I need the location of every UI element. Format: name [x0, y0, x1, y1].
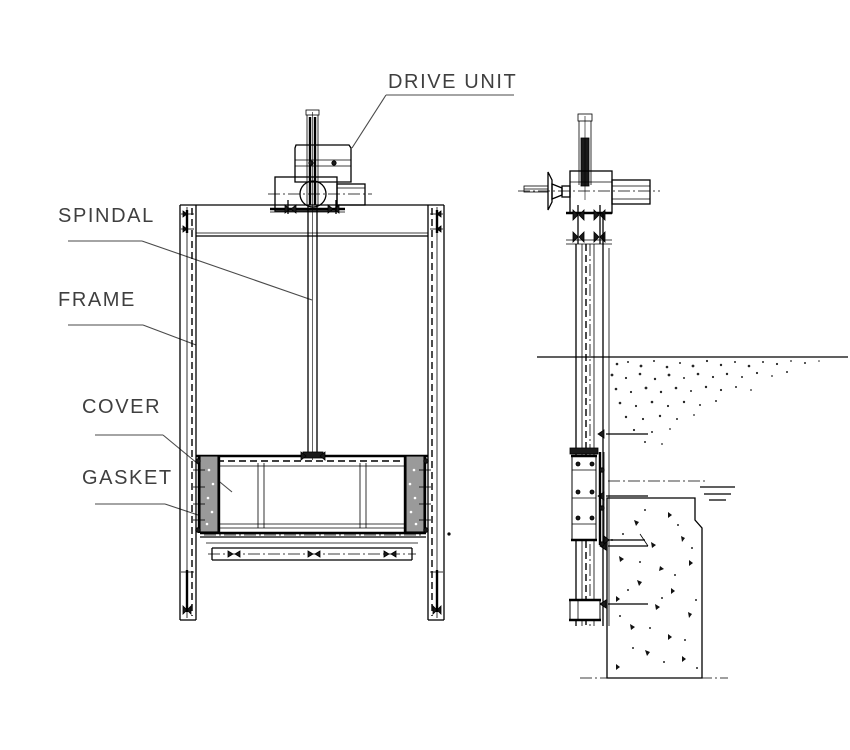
label-cover: COVER [82, 396, 161, 418]
spindle-front [307, 205, 318, 460]
label-frame: FRAME [58, 289, 136, 311]
spindle-upper [305, 109, 320, 205]
drive-unit-side [566, 170, 651, 245]
side-section-view [518, 113, 848, 679]
gasket-dots-right [408, 468, 418, 526]
concrete-wall [580, 497, 728, 679]
frame-legs-front [180, 570, 444, 621]
cover-edge-bolts-left [193, 458, 205, 533]
soil-hatch [610, 359, 820, 445]
water-level-symbol [608, 480, 735, 501]
gasket-strip-right [405, 455, 425, 533]
label-spindal: SPINDAL [58, 205, 155, 227]
leader-spindal [141, 240, 313, 301]
top-left-bolts [181, 210, 194, 233]
sill-beam-front [206, 542, 418, 561]
label-gasket: GASKET [82, 467, 173, 489]
sill-bolt-marks [227, 550, 397, 558]
frame-front [179, 204, 445, 620]
flow-arrows [597, 429, 648, 609]
drive-unit-front [268, 144, 372, 214]
annotation-layer: DRIVE UNIT SPINDAL FRAME COVER GASKET [58, 71, 517, 522]
gasket-dots-left [205, 468, 215, 526]
concrete-aggregate-hatch [611, 509, 698, 670]
spindle-side-upper [577, 113, 593, 200]
handwheel [518, 171, 660, 211]
leader-frame [142, 324, 197, 346]
cover-side [569, 447, 605, 622]
cover-edge-bolts-right [419, 458, 431, 533]
top-right-bolts [430, 210, 443, 233]
label-drive-unit: DRIVE UNIT [388, 71, 517, 93]
front-elevation-view [179, 109, 451, 621]
frame-side [575, 213, 610, 626]
cover-front [193, 451, 431, 538]
gasket-strip-left [199, 455, 219, 533]
leader-drive-unit [351, 94, 387, 149]
